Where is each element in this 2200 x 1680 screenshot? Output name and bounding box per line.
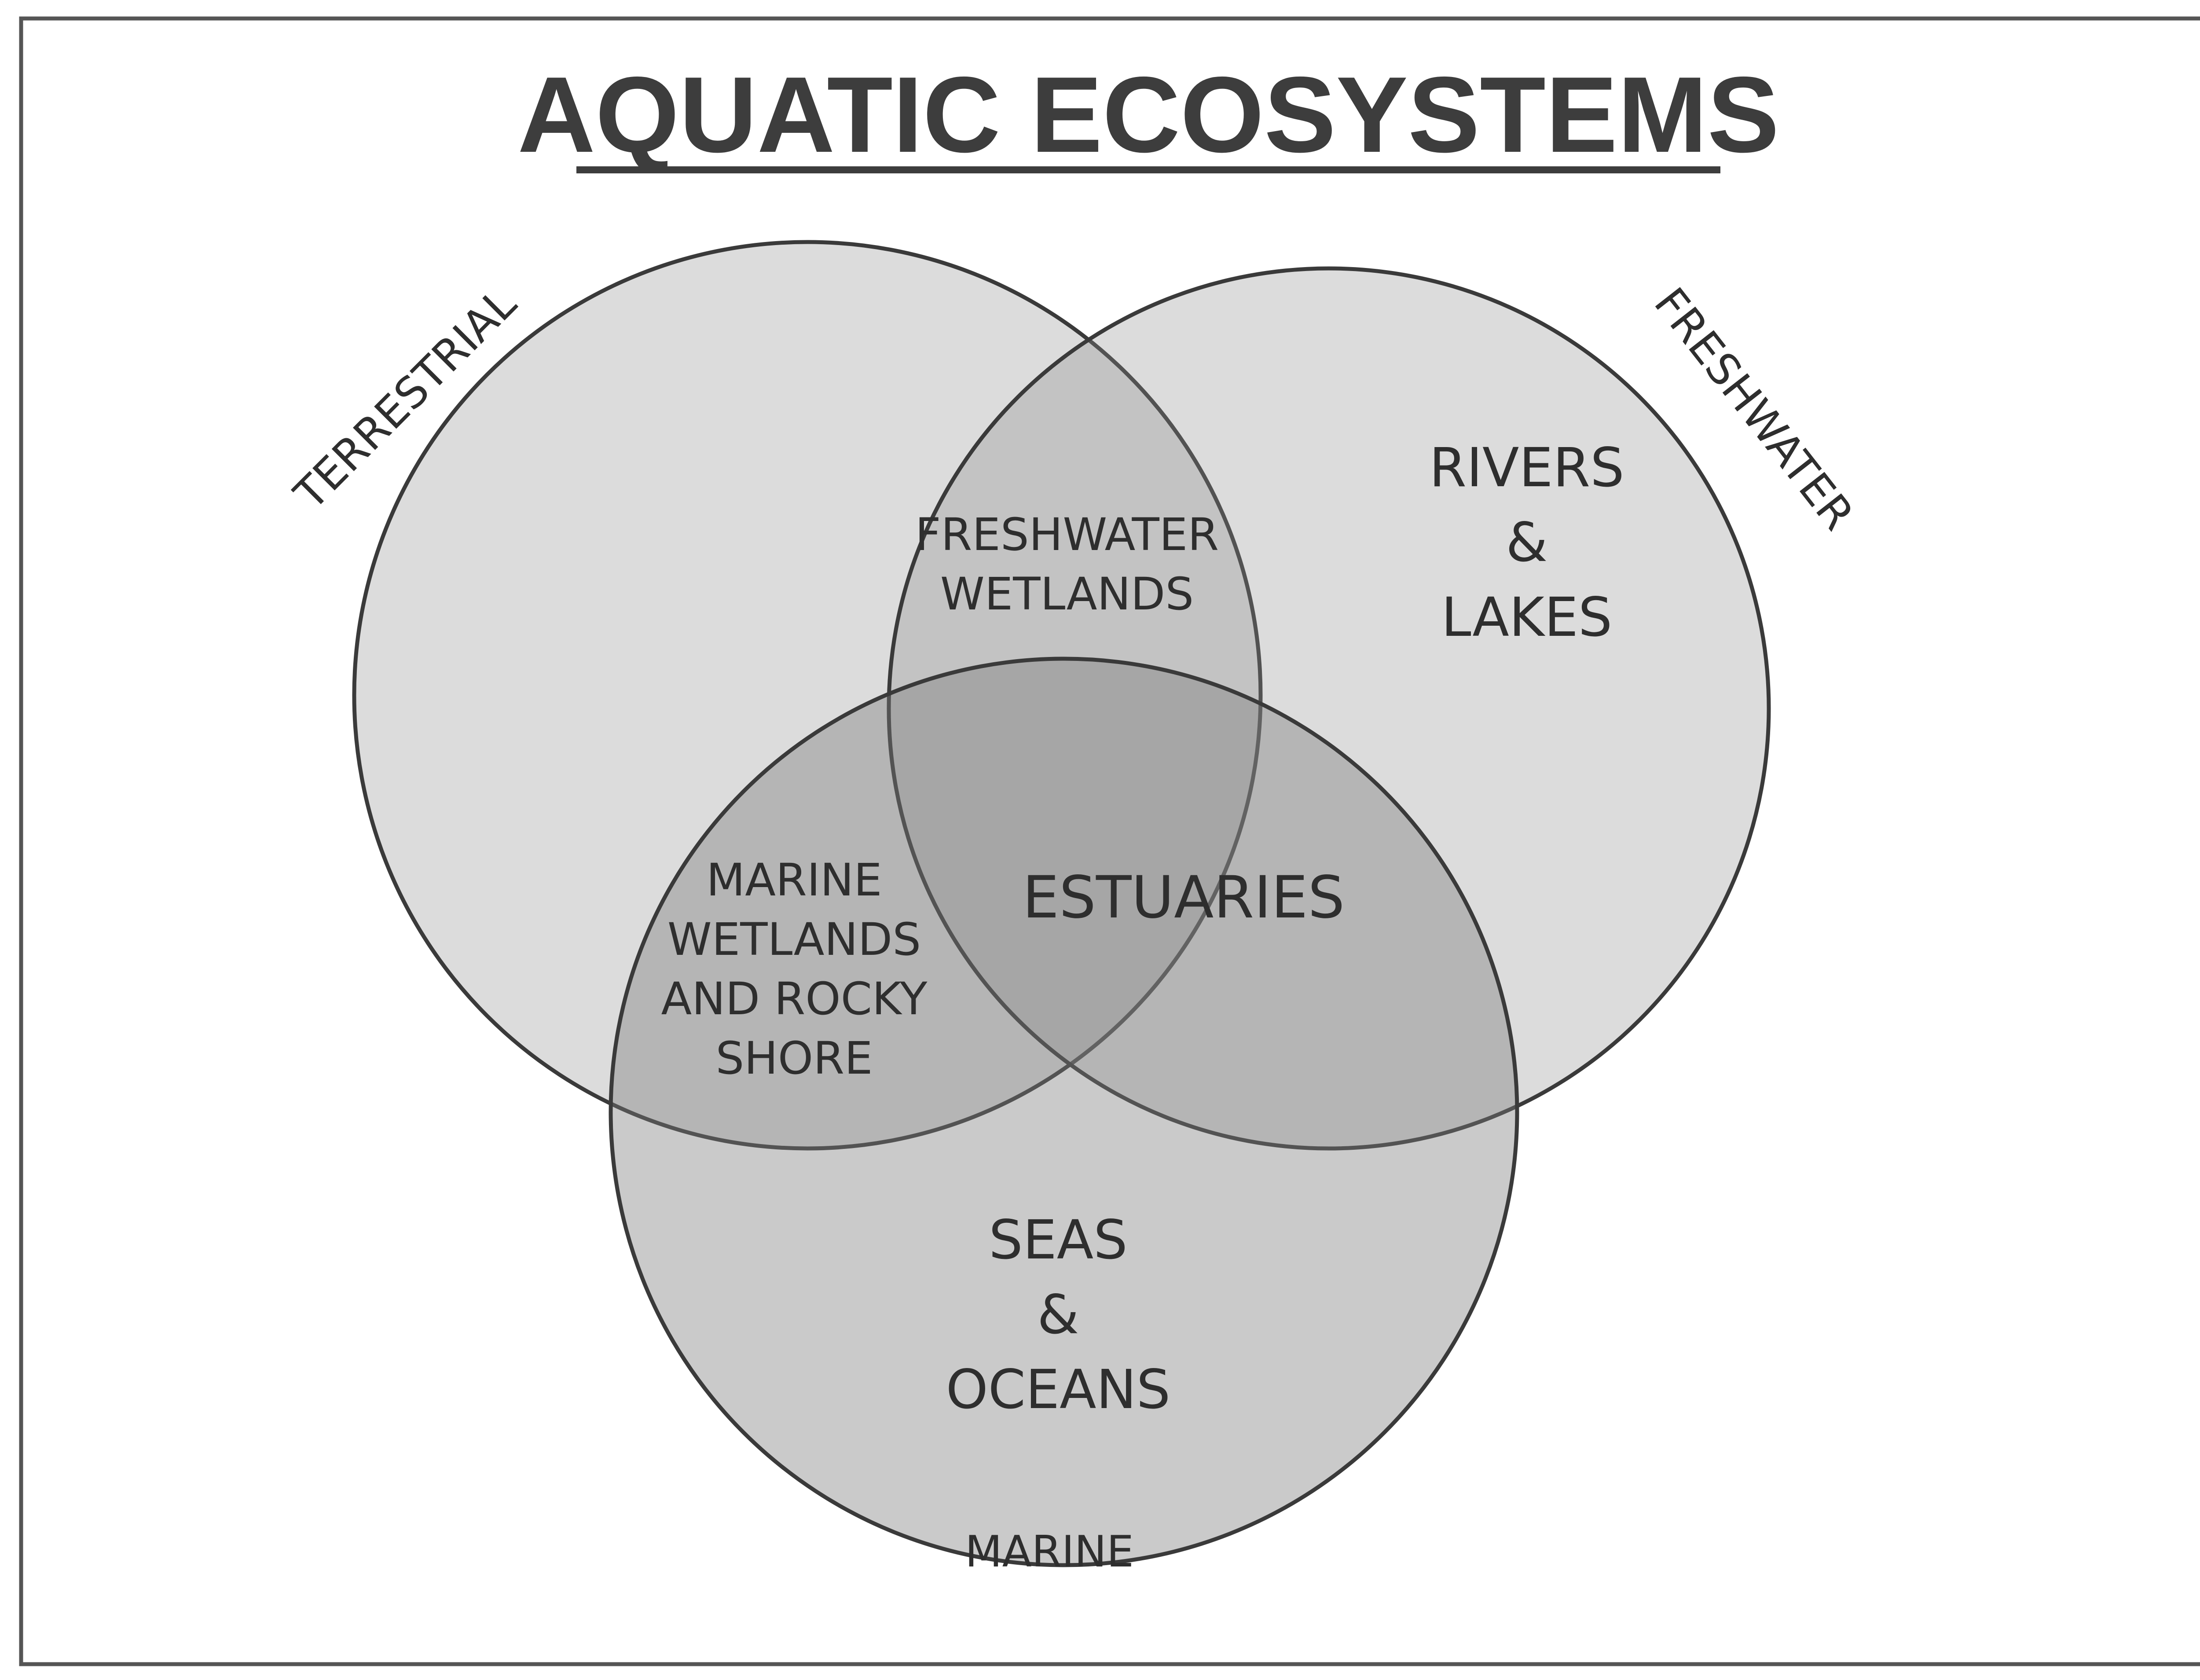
region-line: WETLANDS bbox=[940, 568, 1194, 620]
marine-wetlands-region: MARINE WETLANDS AND ROCKY SHORE bbox=[661, 854, 928, 1085]
seas-oceans-region: SEAS & OCEANS bbox=[946, 1209, 1170, 1421]
region-line: OCEANS bbox=[946, 1358, 1170, 1421]
region-line: LAKES bbox=[1441, 586, 1613, 649]
marine-set-label: MARINE bbox=[965, 1527, 1134, 1577]
region-line: & bbox=[1037, 1284, 1079, 1346]
rivers-lakes-region: RIVERS & LAKES bbox=[1429, 437, 1624, 649]
freshwater-wetlands-region: FRESHWATER WETLANDS bbox=[915, 509, 1219, 620]
region-line: AND ROCKY bbox=[661, 973, 928, 1025]
region-line: WETLANDS bbox=[667, 913, 921, 966]
region-line: MARINE bbox=[706, 854, 882, 906]
diagram-frame bbox=[19, 16, 2200, 1666]
terrestrial-circle bbox=[352, 240, 1263, 1151]
region-line: SHORE bbox=[715, 1032, 873, 1085]
freshwater-circle bbox=[887, 266, 1771, 1151]
region-line: & bbox=[1506, 511, 1547, 574]
venn-circles bbox=[352, 240, 1771, 1567]
diagram-title: AQUATIC ECOSYSTEMS bbox=[517, 54, 1779, 175]
region-line: SEAS bbox=[989, 1209, 1127, 1271]
marine-circle bbox=[609, 657, 1519, 1567]
region-line: FRESHWATER bbox=[915, 509, 1219, 561]
estuaries-label: ESTUARIES bbox=[1023, 864, 1345, 932]
region-line: RIVERS bbox=[1429, 437, 1624, 499]
